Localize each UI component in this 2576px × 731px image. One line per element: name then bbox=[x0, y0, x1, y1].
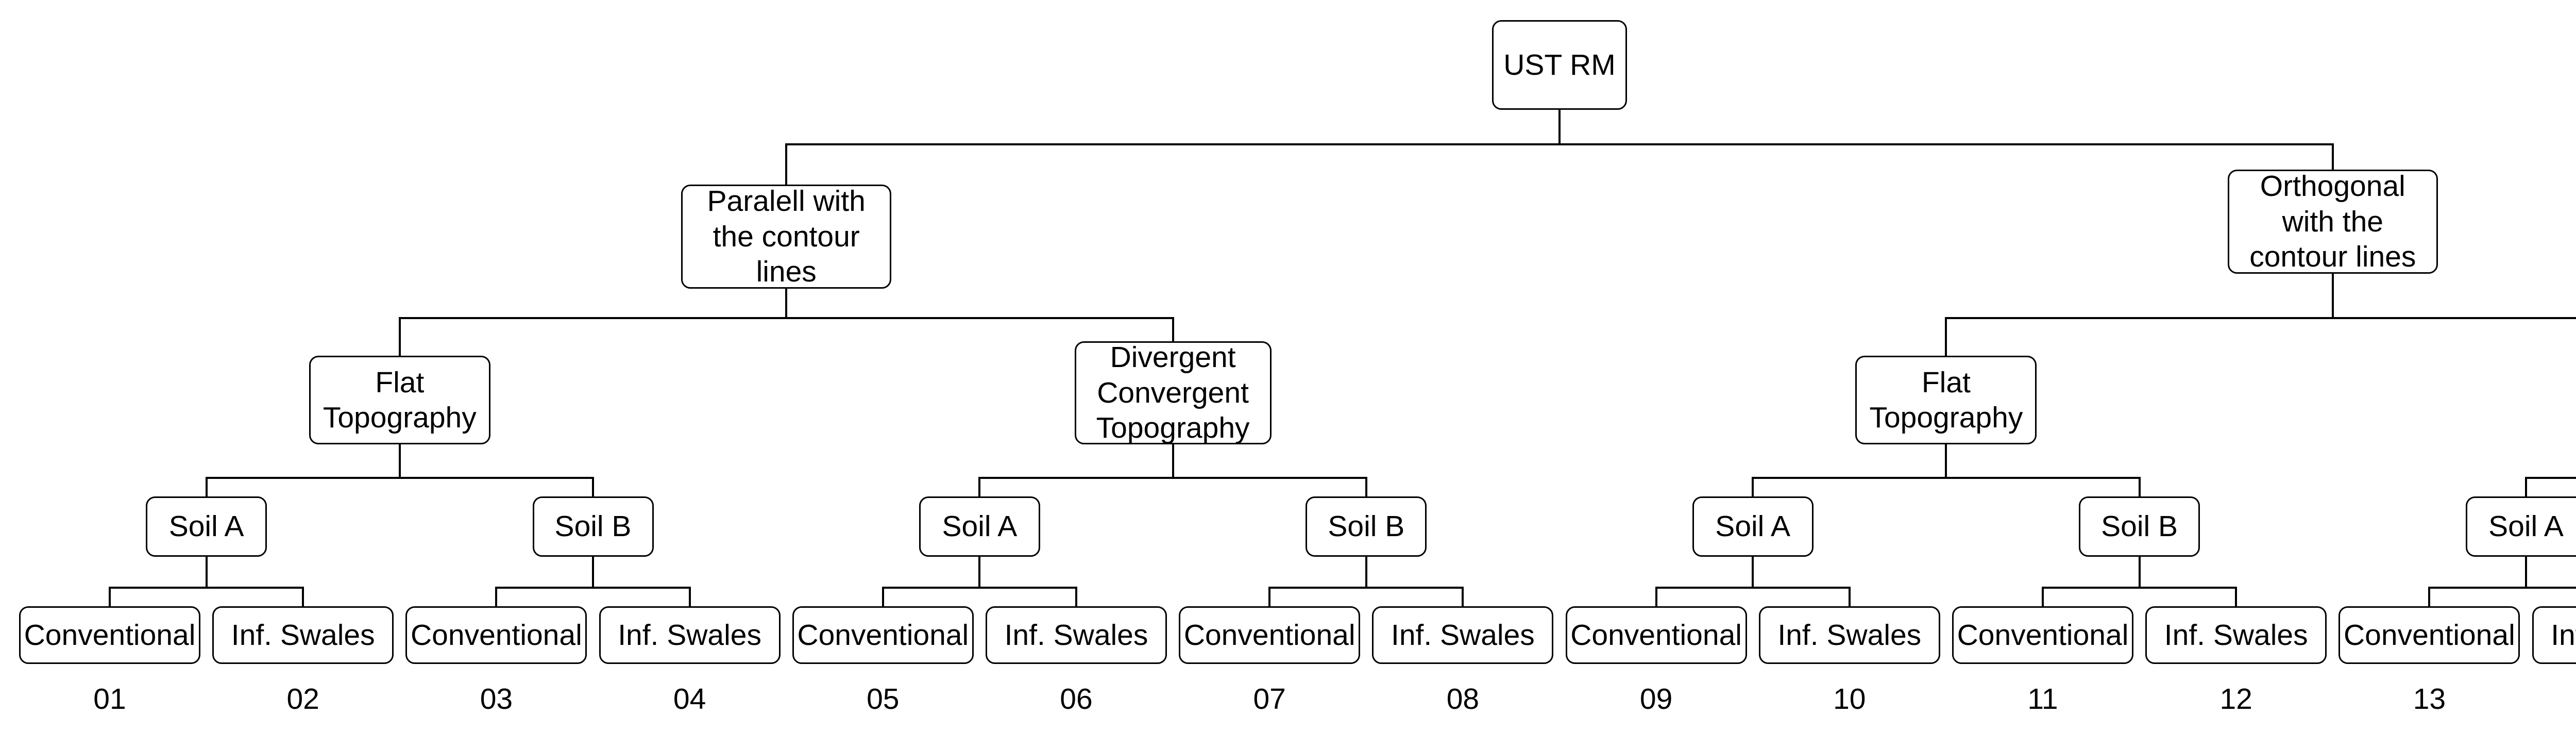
connector-bus-0-1-1-soil-b bbox=[1268, 587, 1464, 589]
tree-node-0-0-1-soil-b: Soil B bbox=[532, 496, 654, 557]
connector-stub-down-root-ust-rm bbox=[1558, 110, 1561, 144]
tree-node-0-1-0-soil-a: Soil A bbox=[919, 496, 1040, 557]
connector-stub-up-1-orthogonal-with-the-contour-lines-child-0 bbox=[1945, 318, 1947, 356]
connector-stub-down-0-0-0-soil-a bbox=[205, 557, 208, 588]
connector-stub-up-0-1-1-soil-b-child-1 bbox=[1462, 588, 1464, 606]
leaf-number-11: 11 bbox=[2027, 683, 2058, 716]
connector-stub-up-0-1-0-soil-a-child-0 bbox=[882, 588, 884, 606]
tree-node-1-0-1-0-conventional: Conventional bbox=[1952, 606, 2133, 664]
tree-node-root-ust-rm: UST RM bbox=[1492, 20, 1627, 110]
connector-stub-up-root-ust-rm-child-0 bbox=[785, 144, 788, 185]
connector-bus-root-ust-rm bbox=[785, 143, 2334, 145]
tree-node-0-paralell-with-the-contour-lines: Paralell with the contour lines bbox=[681, 185, 892, 289]
connector-stub-up-1-0-0-soil-a-child-1 bbox=[1848, 588, 1851, 606]
leaf-number-05: 05 bbox=[867, 683, 900, 716]
leaf-number-04: 04 bbox=[673, 683, 706, 716]
connector-bus-0-paralell-with-the-contour-lines bbox=[398, 317, 1174, 319]
tree-node-0-0-0-0-conventional: Conventional bbox=[19, 606, 200, 664]
connector-bus-1-1-divergent-convergent-topography bbox=[2525, 477, 2576, 479]
leaf-number-06: 06 bbox=[1060, 683, 1093, 716]
connector-stub-up-0-1-0-soil-a-child-1 bbox=[1075, 588, 1077, 606]
connector-stub-up-0-paralell-with-the-contour-lines-child-0 bbox=[398, 318, 401, 356]
connector-stub-up-0-paralell-with-the-contour-lines-child-1 bbox=[1172, 318, 1174, 341]
leaf-number-02: 02 bbox=[286, 683, 319, 716]
connector-stub-down-1-0-flat-topography bbox=[1945, 444, 1947, 478]
connector-bus-1-0-flat-topography bbox=[1752, 477, 2141, 479]
leaf-number-10: 10 bbox=[1833, 683, 1866, 716]
tree-node-1-0-0-1-inf-swales: Inf. Swales bbox=[1758, 606, 1940, 664]
connector-stub-up-0-0-0-soil-a-child-0 bbox=[109, 588, 111, 606]
connector-bus-0-0-flat-topography bbox=[205, 477, 594, 479]
connector-stub-up-0-1-divergent-convergent-topography-child-0 bbox=[978, 478, 981, 496]
connector-stub-up-0-0-flat-topography-child-1 bbox=[592, 478, 594, 496]
connector-stub-up-0-1-divergent-convergent-topography-child-1 bbox=[1365, 478, 1367, 496]
connector-stub-down-0-0-flat-topography bbox=[398, 444, 401, 478]
tree-node-0-0-1-1-inf-swales: Inf. Swales bbox=[599, 606, 781, 664]
tree-node-1-orthogonal-with-the-contour-lines: Orthogonal with the contour lines bbox=[2227, 170, 2438, 274]
connector-bus-0-1-divergent-convergent-topography bbox=[978, 477, 1367, 479]
tree-node-1-1-0-soil-a: Soil A bbox=[2465, 496, 2576, 557]
leaf-number-13: 13 bbox=[2413, 683, 2446, 716]
tree-node-0-1-0-0-conventional: Conventional bbox=[792, 606, 974, 664]
connector-bus-1-0-1-soil-b bbox=[2042, 587, 2238, 589]
connector-stub-up-1-0-0-soil-a-child-0 bbox=[1655, 588, 1657, 606]
leaf-number-03: 03 bbox=[480, 683, 513, 716]
connector-bus-1-1-0-soil-a bbox=[2428, 587, 2576, 589]
tree-node-0-0-1-0-conventional: Conventional bbox=[405, 606, 587, 664]
tree-node-0-0-0-soil-a: Soil A bbox=[146, 496, 267, 557]
connector-bus-1-0-0-soil-a bbox=[1655, 587, 1851, 589]
connector-stub-down-1-orthogonal-with-the-contour-lines bbox=[2331, 274, 2334, 318]
connector-bus-1-orthogonal-with-the-contour-lines bbox=[1945, 317, 2576, 319]
connector-stub-down-1-1-0-soil-a bbox=[2525, 557, 2527, 588]
connector-stub-up-1-0-1-soil-b-child-1 bbox=[2235, 588, 2238, 606]
connector-stub-down-1-0-0-soil-a bbox=[1752, 557, 1754, 588]
tree-node-0-0-0-1-inf-swales: Inf. Swales bbox=[212, 606, 394, 664]
tree-node-1-0-1-1-inf-swales: Inf. Swales bbox=[2145, 606, 2327, 664]
connector-stub-up-1-1-divergent-convergent-topography-child-0 bbox=[2525, 478, 2527, 496]
connector-bus-0-0-1-soil-b bbox=[495, 587, 691, 589]
connector-stub-up-1-0-1-soil-b-child-0 bbox=[2042, 588, 2044, 606]
connector-stub-up-0-0-flat-topography-child-0 bbox=[205, 478, 208, 496]
leaf-number-08: 08 bbox=[1446, 683, 1480, 716]
connector-bus-0-0-0-soil-a bbox=[109, 587, 304, 589]
leaf-number-14: 14 bbox=[2566, 682, 2576, 717]
connector-stub-down-0-1-1-soil-b bbox=[1365, 557, 1367, 588]
connector-stub-up-0-0-0-soil-a-child-1 bbox=[302, 588, 304, 606]
tree-node-0-1-1-0-conventional: Conventional bbox=[1179, 606, 1361, 664]
connector-stub-down-1-0-1-soil-b bbox=[2138, 557, 2141, 588]
tree-node-0-1-1-soil-b: Soil B bbox=[1306, 496, 1427, 557]
tree-node-1-0-flat-topography: Flat Topography bbox=[1855, 356, 2037, 444]
connector-stub-up-0-0-1-soil-b-child-0 bbox=[495, 588, 498, 606]
connector-stub-up-0-1-1-soil-b-child-0 bbox=[1268, 588, 1271, 606]
connector-stub-up-1-1-0-soil-a-child-0 bbox=[2428, 588, 2431, 606]
tree-node-1-0-0-0-conventional: Conventional bbox=[1565, 606, 1747, 664]
connector-stub-up-0-0-1-soil-b-child-1 bbox=[688, 588, 691, 606]
tree-node-1-1-0-1-inf-swales: Inf. Swales bbox=[2532, 606, 2576, 664]
connector-bus-0-1-0-soil-a bbox=[882, 587, 1077, 589]
tree-node-0-1-0-1-inf-swales: Inf. Swales bbox=[986, 606, 1167, 664]
connector-stub-up-root-ust-rm-child-1 bbox=[2331, 144, 2334, 170]
leaf-number-12: 12 bbox=[2219, 683, 2252, 716]
tree-node-1-0-0-soil-a: Soil A bbox=[1692, 496, 1814, 557]
connector-stub-up-1-0-flat-topography-child-0 bbox=[1752, 478, 1754, 496]
tree-node-1-1-0-0-conventional: Conventional bbox=[2338, 606, 2520, 664]
leaf-number-09: 09 bbox=[1639, 683, 1673, 716]
connector-stub-down-0-0-1-soil-b bbox=[592, 557, 594, 588]
connector-stub-down-0-1-divergent-convergent-topography bbox=[1172, 444, 1174, 478]
tree-node-1-0-1-soil-b: Soil B bbox=[2079, 496, 2200, 557]
connector-stub-down-0-1-0-soil-a bbox=[978, 557, 981, 588]
tree-node-0-0-flat-topography: Flat Topography bbox=[309, 356, 490, 444]
connector-stub-down-0-paralell-with-the-contour-lines bbox=[785, 289, 788, 318]
leaf-number-01: 01 bbox=[93, 683, 126, 716]
tree-node-0-1-1-1-inf-swales: Inf. Swales bbox=[1372, 606, 1554, 664]
tree-node-0-1-divergent-convergent-topography: Divergent Convergent Topography bbox=[1074, 341, 1272, 444]
leaf-number-07: 07 bbox=[1253, 683, 1286, 716]
connector-stub-up-1-0-flat-topography-child-1 bbox=[2138, 478, 2141, 496]
